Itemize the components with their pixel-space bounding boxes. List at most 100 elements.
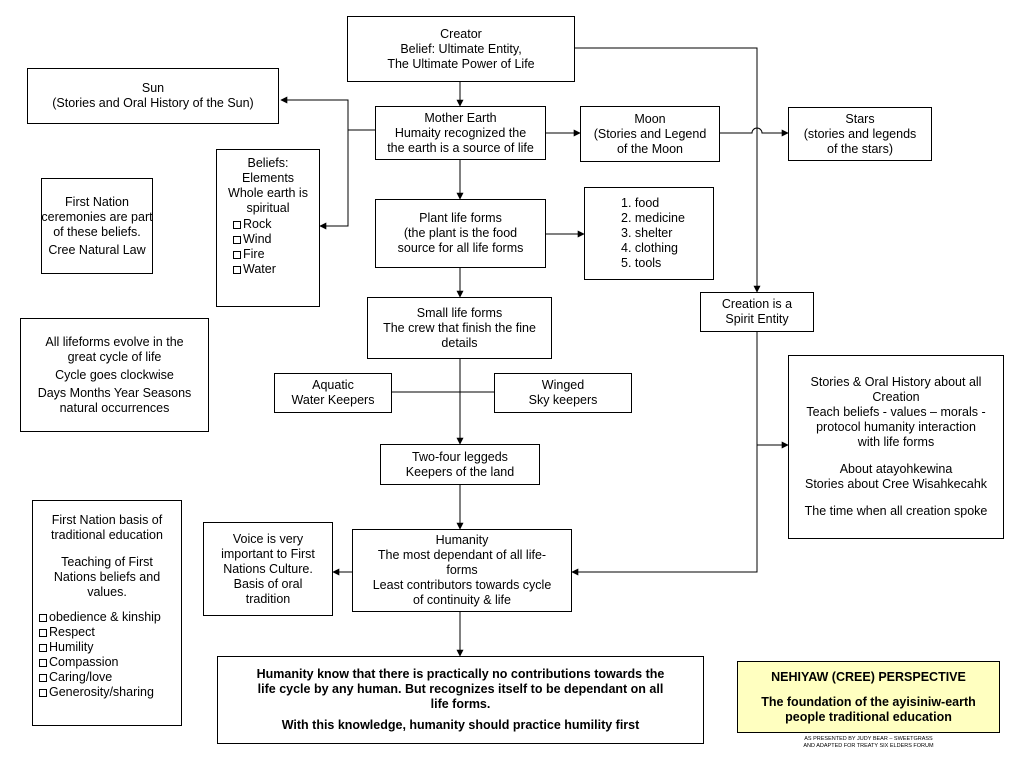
nehiyaw-line: people traditional education — [785, 709, 952, 724]
voice-box: Voice is very important to First Nations… — [203, 522, 333, 616]
conclusion-line: life forms. — [430, 697, 491, 711]
mother-earth-box: Mother Earth Humaity recognized the the … — [375, 106, 546, 160]
checkbox-icon — [233, 250, 241, 259]
cycle-line: great cycle of life — [67, 349, 162, 364]
creator-line: The Ultimate Power of Life — [387, 56, 535, 71]
sun-line: (Stories and Oral History of the Sun) — [52, 96, 254, 110]
humanity-line: The most dependant of all life- — [377, 548, 547, 562]
moon-line: Moon — [634, 111, 666, 126]
connector-mother-earth-sun — [280, 96, 375, 131]
creation-spirit-box: Creation is a Spirit Entity — [700, 292, 814, 332]
connector-creation-stories — [756, 332, 789, 449]
nehiyaw-note-box: NEHIYAW (CREE) PERSPECTIVE The foundatio… — [737, 661, 1000, 733]
lifeforms-cycle-box: All lifeforms evolve in the great cycle … — [20, 318, 209, 432]
stars-box: Stars (stories and legends of the stars) — [788, 107, 932, 161]
checkbox-icon — [39, 658, 47, 667]
cycle-line: All lifeforms evolve in the — [45, 334, 184, 349]
aquatic-line: Water Keepers — [291, 393, 375, 407]
cycle-line: Cycle goes clockwise — [55, 367, 174, 382]
checklist-item: obedience & kinship — [39, 610, 161, 625]
checkbox-icon — [39, 613, 47, 622]
beliefs-line: Beliefs: — [247, 156, 289, 170]
humanity-box: Humanity The most dependant of all life-… — [352, 529, 572, 612]
voice-line: Basis of oral — [233, 576, 303, 591]
fn-basis-box: First Nation basis of traditional educat… — [32, 500, 182, 726]
checkbox-icon — [39, 688, 47, 697]
mother-earth-line: Humaity recognized the — [394, 125, 527, 140]
plant-life-box: Plant life forms (the plant is the food … — [375, 199, 546, 268]
stories-line: with life forms — [857, 435, 935, 449]
checkbox-icon — [233, 265, 241, 274]
small-life-line: Small life forms — [416, 305, 503, 320]
checklist-item: Rock — [233, 217, 276, 232]
checkbox-icon — [233, 220, 241, 229]
stars-line: of the stars) — [827, 141, 893, 156]
voice-line: Voice is very — [232, 531, 304, 546]
moon-line: of the Moon — [616, 141, 683, 156]
stories-line: Stories about Cree Wisahkecahk — [804, 477, 988, 491]
moon-box: Moon (Stories and Legend of the Moon — [580, 106, 720, 162]
plant-line: (the plant is the food — [403, 226, 518, 240]
checklist-item: Water — [233, 262, 276, 277]
connector-moon-stars — [720, 127, 789, 137]
humanity-line: forms — [446, 563, 478, 577]
four-leggeds-box: Two-four leggeds Keepers of the land — [380, 444, 540, 485]
mother-earth-line: Mother Earth — [424, 110, 497, 125]
plant-use-item: 4. clothing — [621, 241, 678, 255]
ceremonies-box: First Nation ceremonies are part of thes… — [41, 178, 153, 274]
fn-basis-line: Nations beliefs and — [53, 570, 161, 584]
checkbox-icon — [39, 673, 47, 682]
checkbox-icon — [233, 235, 241, 244]
mother-earth-line: the earth is a source of life — [387, 140, 534, 155]
four-leggeds-line: Two-four leggeds — [412, 449, 508, 464]
humanity-line: Humanity — [435, 533, 489, 547]
ceremonies-line: Cree Natural Law — [48, 242, 146, 257]
small-life-line: details — [441, 335, 478, 350]
checklist-item: Caring/love — [39, 670, 161, 685]
plant-use-item: 1. food — [621, 196, 660, 210]
plant-uses-box: 1. food 2. medicine 3. shelter 4. clothi… — [584, 187, 714, 280]
plant-use-item: 2. medicine — [621, 211, 685, 225]
checklist-item: Respect — [39, 625, 161, 640]
conclusion-line: life cycle by any human. But recognizes … — [257, 682, 664, 696]
stars-line: (stories and legends — [803, 126, 917, 141]
stories-line: About atayohkewina — [839, 462, 953, 476]
stories-line: Teach beliefs - values – morals - — [806, 405, 986, 419]
stories-line: Stories & Oral History about all — [810, 375, 982, 389]
small-life-line: The crew that finish the fine — [383, 320, 536, 335]
small-life-box: Small life forms The crew that finish th… — [367, 297, 552, 359]
aquatic-box: Aquatic Water Keepers — [274, 373, 392, 413]
cycle-line: natural occurrences — [59, 400, 170, 415]
stories-line: protocol humanity interaction — [816, 420, 976, 434]
nehiyaw-line: The foundation of the ayisiniw-earth — [761, 694, 976, 709]
credit-line: AND ADAPTED FOR TREATY SIX ELDERS FORUM — [803, 743, 934, 749]
connector-creation-humanity — [571, 445, 758, 576]
fn-basis-line: Teaching of First — [61, 555, 153, 569]
cycle-line: Days Months Year Seasons — [37, 385, 192, 400]
fn-basis-line: First Nation basis of — [51, 513, 163, 527]
connector-mother-earth-beliefs — [319, 130, 349, 230]
beliefs-line: Elements — [241, 171, 295, 185]
checkbox-icon — [39, 628, 47, 637]
checklist-item: Humility — [39, 640, 161, 655]
sun-line: Sun — [141, 81, 165, 95]
connector-creator-creation — [575, 47, 761, 293]
creator-box: Creator Belief: Ultimate Entity, The Ult… — [347, 16, 575, 82]
voice-line: important to First — [221, 546, 315, 561]
conclusion-box: Humanity know that there is practically … — [217, 656, 704, 744]
stories-creation-box: Stories & Oral History about all Creatio… — [788, 355, 1004, 539]
plant-line: Plant life forms — [419, 211, 502, 225]
checklist-item: Compassion — [39, 655, 161, 670]
nehiyaw-title: NEHIYAW (CREE) PERSPECTIVE — [771, 669, 966, 684]
creator-line: Belief: Ultimate Entity, — [400, 41, 522, 56]
winged-box: Winged Sky keepers — [494, 373, 632, 413]
winged-line: Winged — [541, 378, 585, 392]
plant-use-item: 5. tools — [621, 256, 662, 270]
checklist-item: Generosity/sharing — [39, 685, 161, 700]
four-leggeds-line: Keepers of the land — [405, 464, 515, 479]
sun-box: Sun (Stories and Oral History of the Sun… — [27, 68, 279, 124]
aquatic-line: Aquatic — [312, 378, 354, 392]
voice-line: tradition — [245, 591, 291, 606]
beliefs-line: spiritual — [246, 201, 290, 215]
